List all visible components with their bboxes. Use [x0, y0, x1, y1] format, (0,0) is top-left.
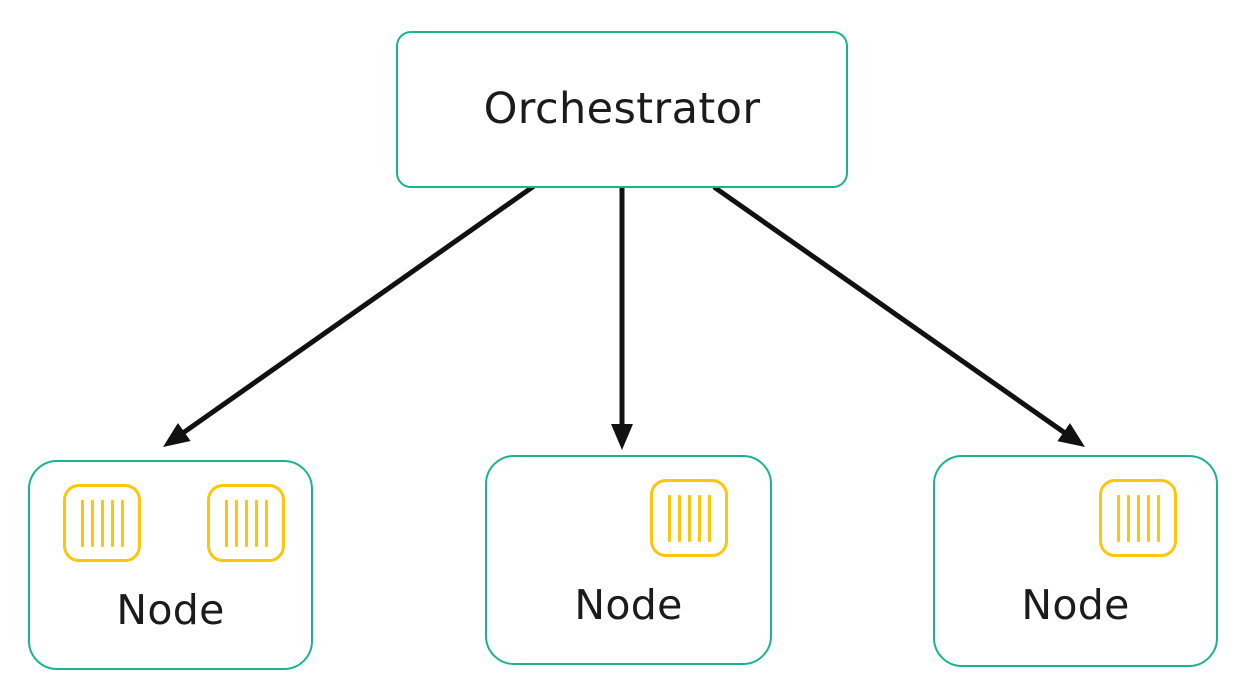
server-icon[interactable]	[207, 484, 285, 562]
arrow-line	[181, 183, 536, 436]
server-icon-bar	[80, 499, 84, 547]
server-icon[interactable]	[650, 479, 728, 557]
arrow-head	[611, 424, 633, 450]
orchestrator-to-node-1	[163, 183, 536, 447]
node-label: Node	[574, 581, 683, 629]
server-icon-bar	[264, 499, 268, 547]
node-box-1[interactable]: Node	[28, 460, 313, 670]
server-icon-bar	[90, 499, 94, 547]
node-icon-row	[1099, 479, 1177, 557]
node-label: Node	[1021, 581, 1130, 629]
arrow-line	[712, 184, 1067, 436]
node-label: Node	[116, 586, 225, 634]
server-icon-bar	[707, 494, 711, 542]
server-icon-bar	[1126, 494, 1130, 542]
server-icon-bar	[120, 499, 124, 547]
server-icon-bar	[667, 494, 671, 542]
server-icon-bar	[1136, 494, 1140, 542]
server-icon-bar	[100, 499, 104, 547]
server-icon-bar	[697, 494, 701, 542]
server-icon-bar	[110, 499, 114, 547]
arrow-head	[163, 423, 191, 447]
server-icon-bar	[1156, 494, 1160, 542]
server-icon[interactable]	[1099, 479, 1177, 557]
server-icon-bar	[1146, 494, 1150, 542]
server-icon[interactable]	[63, 484, 141, 562]
arrow-head	[1057, 423, 1085, 447]
server-icon-bar	[687, 494, 691, 542]
server-icon-bar	[224, 499, 228, 547]
orchestrator-box[interactable]: Orchestrator	[396, 31, 848, 188]
orchestrator-to-node-3	[712, 184, 1085, 447]
node-box-3[interactable]: Node	[933, 455, 1218, 667]
server-icon-bar	[254, 499, 258, 547]
server-icon-bar	[1116, 494, 1120, 542]
orchestrator-label: Orchestrator	[483, 84, 761, 134]
node-icon-row	[63, 484, 285, 562]
server-icon-bar	[234, 499, 238, 547]
server-icon-bar	[244, 499, 248, 547]
server-icon-bar	[677, 494, 681, 542]
orchestrator-to-node-2	[611, 187, 633, 450]
node-box-2[interactable]: Node	[485, 455, 772, 665]
node-icon-row	[650, 479, 728, 557]
